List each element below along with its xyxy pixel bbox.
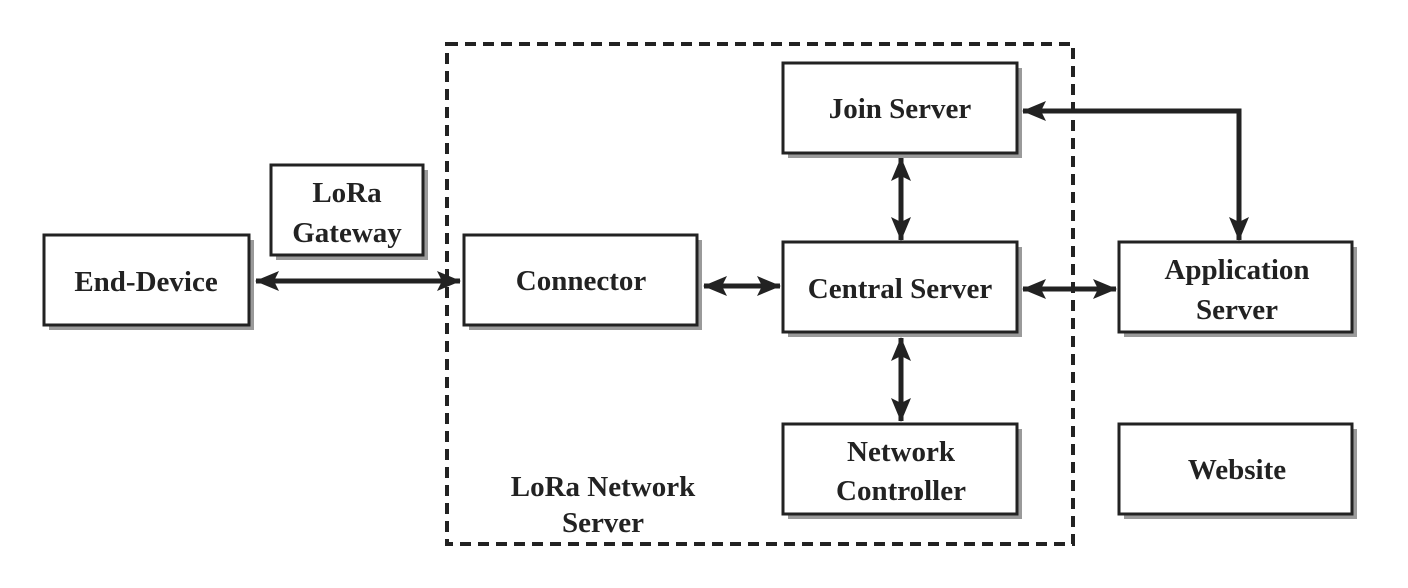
- network-controller-label-line2: Controller: [836, 475, 966, 507]
- lora-gateway-label-line2: Gateway: [292, 217, 402, 249]
- join-server-label: Join Server: [829, 93, 972, 125]
- website-label: Website: [1188, 454, 1286, 486]
- end-device-label: End-Device: [74, 266, 218, 298]
- region-label-line2: Server: [562, 507, 644, 539]
- node-end-device[interactable]: End-Device: [42, 233, 254, 330]
- central-server-label: Central Server: [808, 273, 993, 305]
- network-controller-label-line1: Network: [847, 436, 956, 468]
- application-server-label-line1: Application: [1164, 254, 1309, 286]
- node-network-controller[interactable]: Network Controller: [781, 422, 1022, 519]
- node-application-server[interactable]: Application Server: [1117, 240, 1357, 337]
- node-join-server[interactable]: Join Server: [781, 61, 1022, 158]
- node-lora-gateway[interactable]: LoRa Gateway: [269, 163, 428, 260]
- edges: [255, 101, 1249, 422]
- connector-label: Connector: [516, 265, 647, 297]
- edge-join-server-application-server: [1022, 101, 1249, 241]
- node-central-server[interactable]: Central Server: [781, 240, 1022, 337]
- node-connector[interactable]: Connector: [462, 233, 702, 330]
- region-label-line1: LoRa Network: [511, 471, 696, 503]
- application-server-label-line2: Server: [1196, 294, 1278, 326]
- lora-network-server-region: [445, 42, 1075, 546]
- lora-gateway-label-line1: LoRa: [312, 177, 382, 209]
- node-website[interactable]: Website: [1117, 422, 1357, 519]
